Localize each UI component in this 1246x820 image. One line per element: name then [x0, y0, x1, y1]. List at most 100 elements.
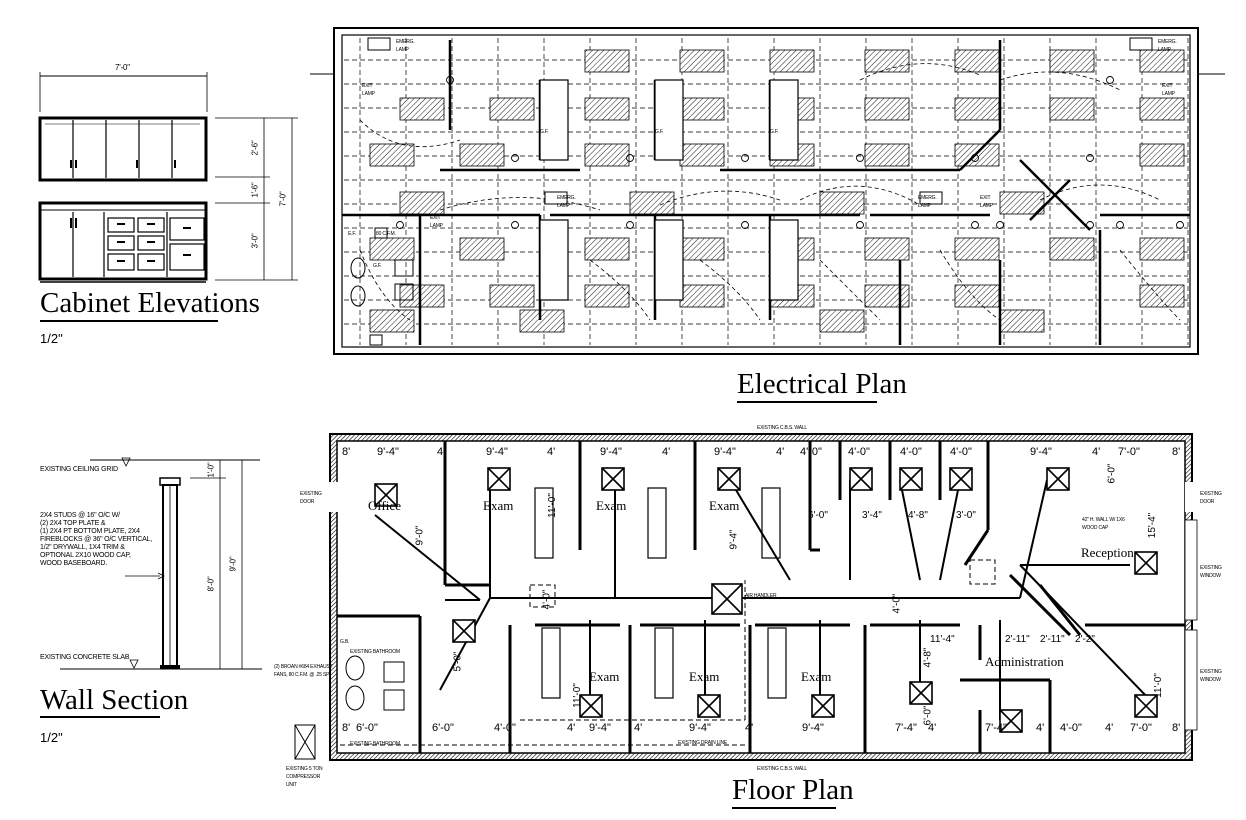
ceiling-diffuser-icon — [1134, 694, 1158, 718]
outlet-symbol — [446, 76, 454, 84]
light-fixture — [399, 97, 445, 121]
elec-label-exit-2: EXIT LAMP — [1162, 83, 1175, 97]
existing-bathroom-1: EXISTING BATHROOM — [350, 649, 400, 655]
outlet-symbol — [626, 221, 634, 229]
bottom-dim: 4'-0" — [494, 722, 516, 734]
int-dim: 2'-11" — [1040, 634, 1065, 645]
light-fixture — [954, 97, 1000, 121]
light-fixture — [584, 284, 630, 308]
top-dim: 9'-4" — [714, 446, 736, 458]
light-fixture — [1139, 97, 1185, 121]
elec-label-gf-4: G.F. — [373, 263, 382, 269]
int-dim: 11'-0" — [546, 493, 558, 518]
floor-plan-drawing — [294, 433, 1198, 761]
light-fixture — [864, 284, 910, 308]
top-dim: 4'-0" — [848, 446, 870, 458]
cabinet-scale: 1/2" — [40, 331, 63, 346]
elec-label-ef: E.F. — [348, 231, 356, 237]
ceiling-diffuser-icon — [909, 681, 933, 705]
light-fixture — [1049, 237, 1095, 261]
light-fixture — [679, 284, 725, 308]
ceiling-diffuser-icon — [1134, 551, 1158, 575]
light-fixture — [489, 97, 535, 121]
int-dim: 4'-8" — [908, 510, 928, 521]
wall-notes: 2X4 STUDS @ 16" O/C W/ (2) 2X4 TOP PLATE… — [40, 512, 152, 568]
wall-title-underline — [40, 716, 160, 718]
light-fixture — [864, 49, 910, 73]
bottom-dim: 4' — [928, 722, 937, 734]
existing-window-2: EXISTING WINDOW — [1200, 669, 1222, 683]
int-dim: 6'-0" — [922, 705, 934, 726]
int-dim: 4'-0" — [891, 593, 903, 614]
wall-note-4: FIREBLOCKS @ 36" O/C VERTICAL, — [40, 536, 152, 543]
cabinet-title-underline — [40, 320, 218, 322]
light-fixture — [864, 237, 910, 261]
ceiling-diffuser-icon — [717, 467, 741, 491]
elec-label-exit-1: EXIT LAMP — [362, 83, 375, 97]
outlet-symbol — [741, 221, 749, 229]
elec-label-emerg-4: EMERG. LAMP — [918, 195, 937, 209]
wall-slab-label: EXISTING CONCRETE SLAB — [40, 654, 130, 661]
compressor-label: EXISTING 5 TON COMPRESSOR UNIT — [286, 766, 323, 788]
elec-label-gf-3: G.F. — [770, 129, 779, 135]
outlet-symbol — [1086, 154, 1094, 162]
top-dim: 9'-4" — [600, 446, 622, 458]
grab-bar-label: G.B. — [340, 639, 350, 645]
outlet-symbol — [741, 154, 749, 162]
top-dim: 8' — [1172, 446, 1181, 458]
exhaust-fans-note: (2) BROAN #684 EXHAUST FANS, 80 C.F.M. @… — [274, 664, 333, 678]
cabinet-elevations-drawing — [38, 72, 298, 283]
outlet-symbol — [1116, 221, 1124, 229]
top-dim: 4'-0" — [800, 446, 822, 458]
outlet-symbol — [396, 221, 404, 229]
bottom-dim: 6'-0" — [356, 722, 378, 734]
ceiling-diffuser-icon — [1046, 467, 1070, 491]
floor-plan-title: Floor Plan — [732, 774, 854, 806]
top-dim: 4' — [662, 446, 671, 458]
bottom-dim: 4'-0" — [1060, 722, 1082, 734]
int-dim: 6'-0" — [808, 510, 828, 521]
light-fixture — [629, 191, 675, 215]
light-fixture — [1139, 237, 1185, 261]
light-fixture — [459, 237, 505, 261]
top-dim: 9'-4" — [1030, 446, 1052, 458]
top-dim: 4'-0" — [900, 446, 922, 458]
light-fixture — [679, 49, 725, 73]
top-dim: 4' — [1092, 446, 1101, 458]
light-fixture — [1139, 143, 1185, 167]
outlet-symbol — [856, 221, 864, 229]
room-exam-6: Exam — [801, 669, 832, 684]
ceiling-diffuser-icon — [949, 467, 973, 491]
light-fixture — [519, 309, 565, 333]
bottom-dim: 4' — [745, 722, 754, 734]
bottom-dim: 9'-4" — [589, 722, 611, 734]
bottom-dim: 9'-4" — [802, 722, 824, 734]
cabinet-dim-upper: 2'-6" — [250, 140, 260, 156]
room-exam-2: Exam — [596, 498, 627, 513]
room-exam-5: Exam — [689, 669, 720, 684]
wall-note-6: OPTIONAL 2X10 WOOD CAP, — [40, 552, 131, 559]
electrical-title-underline — [737, 401, 877, 403]
outlet-symbol — [856, 154, 864, 162]
ceiling-diffuser-icon — [999, 709, 1023, 733]
air-handler-label: AIR HANDLER — [745, 593, 777, 599]
bottom-dim: 4' — [567, 722, 576, 734]
existing-door-right: EXISTING DOOR — [1200, 491, 1222, 505]
light-fixture — [1049, 49, 1095, 73]
existing-drain-line: EXISTING DRAIN LINE — [678, 740, 727, 746]
top-dim: 9'-4" — [377, 446, 399, 458]
bottom-dim: 4' — [1105, 722, 1114, 734]
light-fixture — [369, 143, 415, 167]
bottom-dim: 9'-4" — [689, 722, 711, 734]
wall-dim-top: 1'-0" — [206, 462, 216, 478]
bottom-dim: 7'-4" — [895, 722, 917, 734]
top-dim: 9'-4" — [486, 446, 508, 458]
outlet-symbol — [996, 221, 1004, 229]
outlet-symbol — [1176, 221, 1184, 229]
light-fixture — [584, 97, 630, 121]
outlet-symbol — [971, 154, 979, 162]
room-reception: Reception — [1081, 545, 1134, 560]
elec-label-exit-4: EXIT LAMP — [980, 195, 993, 209]
bottom-dim: 4' — [1036, 722, 1045, 734]
